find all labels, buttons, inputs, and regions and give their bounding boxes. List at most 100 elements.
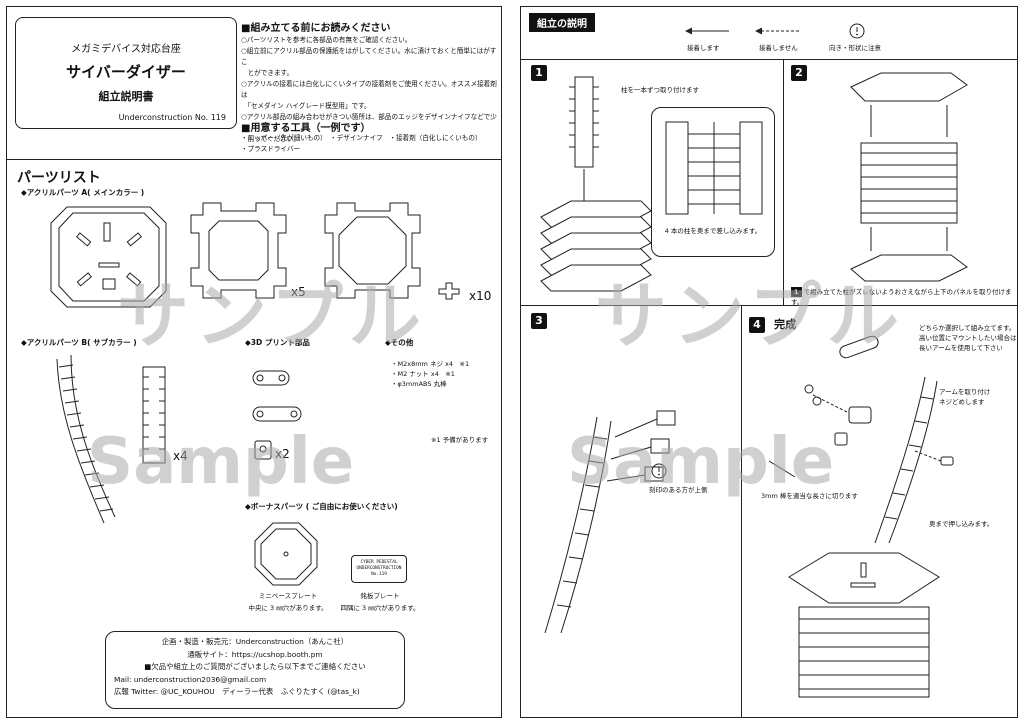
step-2-note-text: で組み立てた柱がズレないようおさえながら上下のパネルを取り付けます。 — [791, 288, 1012, 306]
plate-text: UNDERCONSTRUCTION — [356, 566, 402, 571]
short-arm-drawing — [252, 370, 290, 386]
step-1-number: 1 — [531, 65, 547, 81]
acrylic-b-label: ◆アクリルパーツ B( サブカラー ) — [21, 338, 137, 347]
before-line: ○アクリル部品の組み合わせがきつい箇所は、部品のエッジをデザインナイフなどで少し — [241, 113, 497, 132]
step-4-arm-note-line: 高い位置にマウントしたい場合は — [919, 334, 1017, 342]
legend-glue: 接着します — [687, 44, 720, 52]
plate-text: CYBER PEDESTAL — [360, 560, 398, 565]
long-arm-drawing — [252, 406, 302, 422]
name-plate-caption-2: 四隅に 3 ㎜穴があります。 — [340, 604, 420, 612]
spare-note: ※1 予備があります — [431, 436, 489, 444]
step-4-arm-note-line: どちらか選択して組み立てます。 — [919, 324, 1016, 332]
footer-shop[interactable]: 通販サイト：https://ucshop.booth.pm — [187, 649, 323, 659]
step-1-note-top: 柱を一本ずつ取り付けます — [621, 86, 699, 94]
clip-drawing — [438, 282, 460, 300]
footer-twitter[interactable]: 広報 Twitter: @UC_KOUHOU ディーラー代表 ふぐりたすく (@… — [114, 687, 360, 696]
clip-quantity: x10 — [469, 289, 492, 303]
joint-quantity: x2 — [275, 447, 290, 461]
curved-arm-drawing — [56, 354, 116, 524]
divider — [783, 59, 784, 305]
watermark-text: Sample — [87, 425, 355, 499]
joint-drawing — [254, 440, 272, 460]
other-list: ・M2x8mm ネジ x4 ※1 ・M2 ナット x4 ※1 ・φ3mmABS … — [391, 359, 469, 389]
parts-heading: パーツリスト — [17, 170, 101, 186]
before-line: とができます。 — [241, 69, 294, 77]
mini-plate-caption-line: ミニベースプレート — [258, 592, 318, 600]
step-1-detail-drawing — [665, 121, 763, 215]
step-3-caution-icon — [651, 463, 667, 479]
legend-no-glue: 接着しません — [759, 44, 798, 52]
footer-contact-note: ■欠品や組立上のご質問がございましたら以下までご連絡ください — [144, 662, 366, 671]
title-book: 組立説明書 — [98, 90, 154, 103]
plate-text: No.119 — [371, 572, 387, 577]
step-4-arm-note-line: 長いアームを使用して下さい — [919, 344, 1003, 352]
title-main: サイバーダイザー — [66, 63, 186, 81]
footer-mail[interactable]: Mail: underconstruction2036@gmail.com — [114, 674, 267, 684]
step-2-note: 1 で組み立てた柱がズレないようおさえながら上下のパネルを取り付けます。 — [791, 287, 1017, 307]
name-plate-drawing: CYBER PEDESTAL UNDERCONSTRUCTION No.119 — [351, 555, 407, 583]
other-label: ◆その他 — [385, 338, 414, 347]
before-line: ○パーツリストを参考に各部品の有無をご確認ください。 — [241, 36, 412, 44]
caution-icon — [849, 23, 865, 39]
assembly-header: 組立の説明 — [529, 13, 595, 32]
no-glue-arrow-icon — [755, 27, 799, 35]
step-4-rod-note: 3mm 棒を適当な長さに切ります — [761, 492, 858, 500]
octagon-panel-drawing — [324, 202, 421, 299]
left-page: メガミデバイス対応台座 サイバーダイザー 組立説明書 Underconstruc… — [6, 6, 502, 718]
before-line: ○組立前にアクリル部品の保護紙をはがしてください。水に漬けておくと簡単にはがすこ — [241, 47, 497, 66]
divider — [521, 305, 1017, 306]
mini-base-plate-drawing — [254, 522, 318, 586]
step-2-ref-badge: 1 — [791, 287, 802, 297]
step-4-completed-base-drawing — [788, 552, 940, 698]
before-heading: ■組み立てる前にお読みください — [241, 23, 391, 34]
frame-panel-drawing — [190, 202, 287, 299]
title-block: メガミデバイス対応台座 サイバーダイザー 組立説明書 Underconstruc… — [15, 17, 237, 129]
before-line: ○アクリルの接着には白化しにくいタイプの接着剤をご使用ください。オススメ接着剤は — [241, 80, 497, 99]
step-4-exploded-drawing — [768, 335, 954, 544]
before-notes: ○パーツリストを参考に各部品の有無をご確認ください。 ○組立前にアクリル部品の保… — [241, 35, 499, 145]
step-3-number: 3 — [531, 313, 547, 329]
step-4-screw-note: アームを取り付け ネジどめします — [939, 387, 990, 407]
name-plate-caption: 銘板プレート — [360, 592, 400, 600]
step-1-detail-box: 4 本の柱を奥まで差し込みます。 — [651, 107, 775, 257]
step-2-assembly-drawing — [850, 72, 968, 282]
step-1-note-bottom: 4 本の柱を奥まで差し込みます。 — [664, 227, 762, 235]
top-plate-drawing — [50, 206, 167, 308]
before-line: 「セメダイン ハイグレード模型用」です。 — [241, 102, 371, 110]
column-quantity: x4 — [173, 449, 188, 463]
step-4-heading: 4 完成 — [749, 313, 796, 333]
other-item: ・φ3mmABS 丸棒 — [391, 380, 447, 388]
step-4-number: 4 — [749, 317, 765, 333]
legend-caution: 向き・形状に注意 — [829, 44, 881, 52]
step-1-column-assembly — [540, 76, 652, 292]
column-part-drawing — [142, 366, 166, 464]
tools-list: ・ニッパー（先が細いもの） ・デザインナイフ ・接着剤（白化しにくいもの） ・プ… — [241, 133, 482, 155]
tools-line: ・ニッパー（先が細いもの） ・デザインナイフ ・接着剤（白化しにくいもの） — [241, 134, 482, 142]
mini-plate-caption-2: 中央に 3 ㎜穴があります。 — [248, 604, 328, 612]
title-number: Underconstruction No. 119 — [118, 113, 226, 122]
step-4-title: 完成 — [774, 318, 797, 331]
step-2-number: 2 — [791, 65, 807, 81]
title-subtitle: メガミデバイス対応台座 — [71, 44, 181, 55]
divider — [741, 305, 742, 717]
before-line: 削ってください。 — [241, 135, 300, 143]
mini-plate-caption: ミニベースプレート — [253, 591, 323, 601]
step-3-arm-drawing — [544, 410, 676, 634]
step-3-note: 刻印のある方が上側 — [649, 486, 708, 494]
step-4-screw-note-line: ネジどめします — [939, 398, 985, 406]
step-4-arm-note: どちらか選択して組み立てます。 高い位置にマウントしたい場合は 長いアームを使用… — [919, 323, 1017, 353]
right-page: 組立の説明 接着します 接着しません 向き・形状に注意 1 柱を一本ずつ取り付け… — [520, 6, 1018, 718]
footer-maker: 企画・製造・販売元：Underconstruction（あんこ社） — [161, 637, 349, 646]
divider — [7, 159, 501, 160]
footer-contact: 企画・製造・販売元：Underconstruction（あんこ社） 通販サイト：… — [105, 631, 405, 709]
acrylic-a-label: ◆アクリルパーツ A( メインカラー ) — [21, 188, 145, 197]
glue-arrow-icon — [685, 27, 729, 35]
printed-label: ◆3D プリント部品 — [245, 338, 310, 347]
tools-heading: ■用意する工具（一例です） — [241, 123, 371, 134]
frame-quantity: x5 — [291, 285, 306, 299]
tools-line: ・プラスドライバー — [241, 145, 301, 153]
divider — [521, 59, 1017, 60]
step-4-insert-note: 奥まで押し込みます。 — [929, 520, 994, 528]
other-item: ・M2x8mm ネジ x4 ※1 — [391, 360, 470, 368]
step-4-screw-note-line: アームを取り付け — [939, 388, 991, 396]
